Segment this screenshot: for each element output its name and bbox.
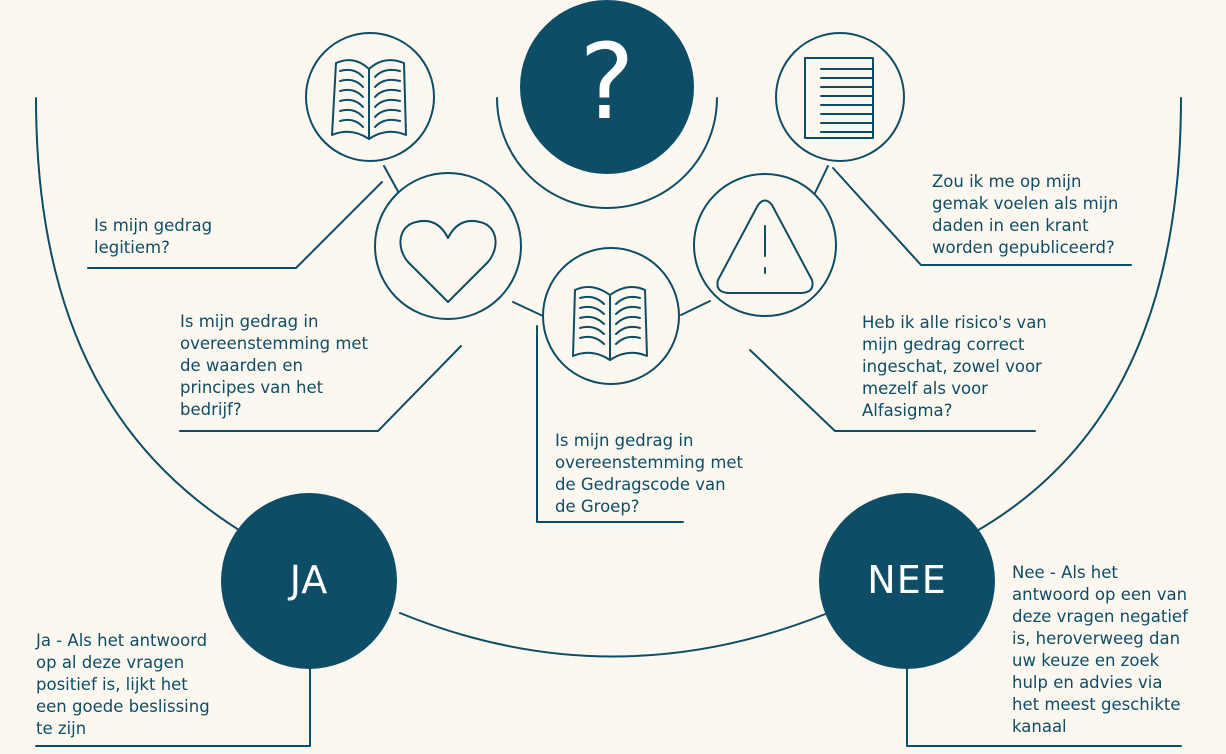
- no-outcome-text: Nee - Als het antwoord op een van deze v…: [1012, 563, 1188, 736]
- leader-risks: [749, 349, 1036, 432]
- leader-newspaper: [832, 167, 1132, 266]
- warning-triangle-icon: [716, 199, 814, 294]
- leader-yes: [35, 663, 311, 747]
- nee-circle: [819, 493, 995, 669]
- outer-arc-right: [974, 97, 1182, 533]
- nee-label: NEE: [867, 558, 947, 602]
- leader-code: [536, 325, 684, 523]
- open-book-icon: [331, 59, 407, 140]
- heart-icon: [399, 220, 497, 303]
- leader-no: [906, 663, 1182, 747]
- leader-values: [179, 345, 462, 432]
- question-arc: [496, 97, 718, 209]
- open-book-icon: [572, 285, 648, 361]
- leader-legitimate: [87, 181, 383, 269]
- question-circle: [520, 0, 694, 174]
- question-mark-icon: ?: [579, 21, 635, 143]
- ja-circle: [221, 493, 397, 669]
- question-newspaper: Zou ik me op mijn gemak voelen als mijn …: [932, 172, 1119, 257]
- question-legitimate: Is mijn gedrag legitiem?: [94, 216, 213, 257]
- question-values: Is mijn gedrag in overeenstemming met de…: [180, 312, 369, 419]
- question-code: Is mijn gedrag in overeenstemming met de…: [555, 431, 744, 516]
- question-risks: Heb ik alle risico's van mijn gedrag cor…: [862, 313, 1047, 420]
- ja-label: JA: [289, 558, 329, 602]
- outer-arc: [35, 97, 253, 539]
- yes-outcome-text: Ja - Als het antwoord op al deze vragen …: [36, 631, 210, 738]
- circle-middle-left: [374, 172, 522, 320]
- inner-arc: [399, 612, 829, 658]
- document-lines-icon: [804, 57, 874, 139]
